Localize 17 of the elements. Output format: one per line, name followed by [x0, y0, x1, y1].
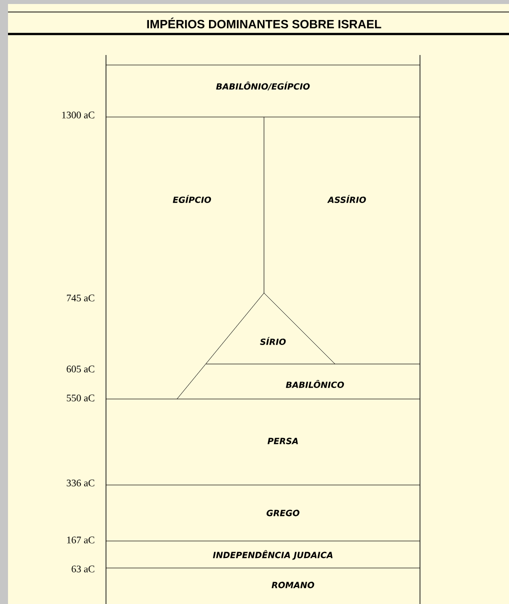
date-label: 550 aC: [66, 394, 94, 402]
period-label: INDEPENDÊNCIA JUDAICA: [212, 550, 332, 560]
date-label: 167 aC: [67, 536, 94, 544]
date-label: 336 aC: [66, 480, 94, 486]
period-label: EGÍPCIO: [172, 195, 212, 203]
period-label: BABILÔNICO: [286, 380, 344, 388]
date-label: 1300 aC: [62, 112, 94, 118]
period-label: ASSÍRIO: [327, 195, 366, 203]
period-label: GREGO: [266, 510, 300, 516]
title: IMPÉRIOS DOMINANTES SOBRE ISRAEL: [147, 18, 382, 28]
period-label: PERSA: [268, 438, 298, 444]
date-label: 63 aC: [72, 566, 94, 572]
period-label: SÍRIO: [260, 337, 286, 345]
date-label: 605 aC: [66, 366, 94, 372]
period-label: ROMANO: [272, 582, 314, 588]
period-label: BABILÔNIO/EGÍPCIO: [216, 82, 310, 90]
date-label: 745 aC: [66, 294, 94, 302]
